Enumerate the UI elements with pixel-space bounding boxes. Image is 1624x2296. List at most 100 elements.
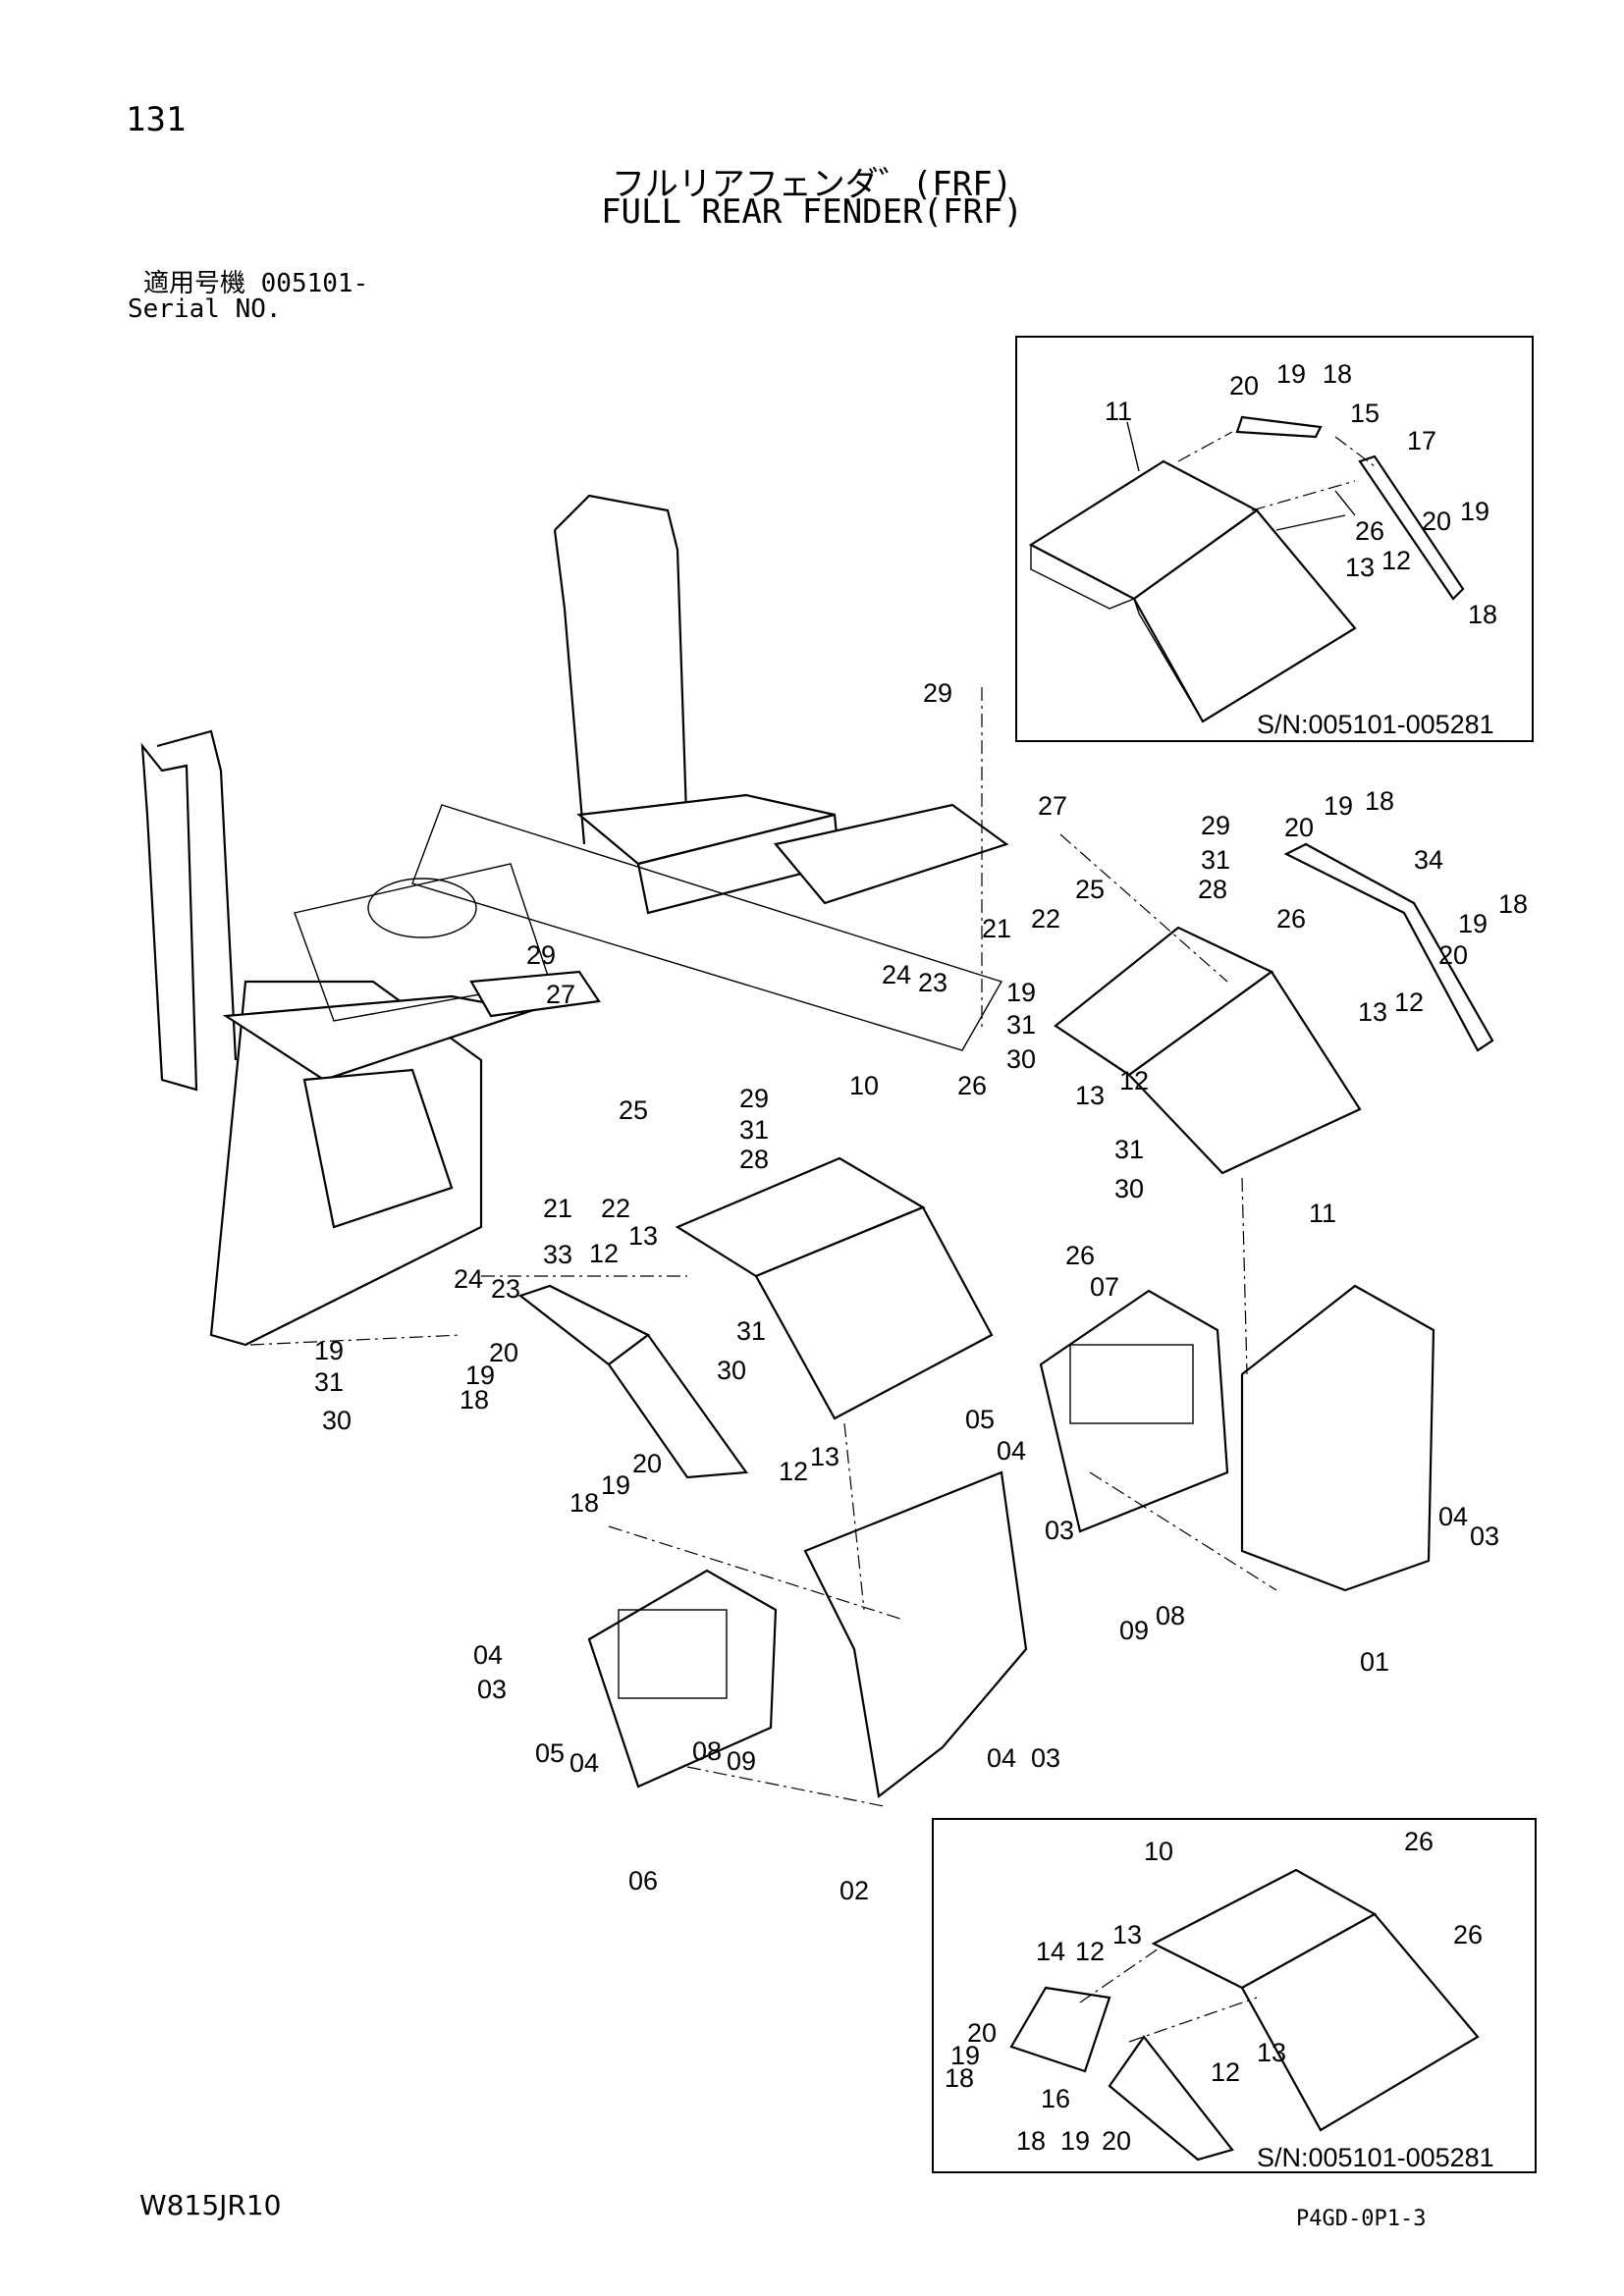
part-label: 20 bbox=[967, 2018, 997, 2048]
inset-bottom-fender-part bbox=[1009, 1868, 1480, 2162]
part-label: 14 bbox=[1036, 1937, 1065, 1966]
part-label: 09 bbox=[727, 1746, 756, 1776]
part-label: 12 bbox=[779, 1457, 808, 1486]
part-label: 11 bbox=[1105, 397, 1132, 426]
part-label: 13 bbox=[1075, 1081, 1105, 1110]
part-label: 12 bbox=[1075, 1937, 1105, 1966]
part-label: S/N:005101-005281 bbox=[1257, 710, 1494, 739]
part-label: 29 bbox=[923, 678, 952, 708]
part-label: 19 bbox=[465, 1361, 495, 1390]
part-label: 25 bbox=[1075, 875, 1105, 904]
part-label: 02 bbox=[839, 1876, 869, 1905]
fender-part-33 bbox=[517, 1284, 749, 1479]
drawing-code: W815JR10 bbox=[139, 2189, 282, 2221]
part-label: 31 bbox=[1114, 1135, 1144, 1164]
part-label: 19 bbox=[1060, 2126, 1090, 2156]
part-label: 29 bbox=[739, 1084, 769, 1113]
part-labels-inset-top: 20 19 18 15 11 17 26 19 20 13 12 18 S/N:… bbox=[1105, 359, 1497, 739]
part-label: 16 bbox=[1041, 2084, 1070, 2113]
part-label: 04 bbox=[1438, 1502, 1468, 1531]
part-label: 34 bbox=[1414, 845, 1443, 875]
part-label: 20 bbox=[1284, 813, 1314, 842]
part-label: 13 bbox=[1112, 1920, 1142, 1949]
part-label: 12 bbox=[1394, 988, 1424, 1017]
part-label: 13 bbox=[628, 1221, 658, 1251]
part-label: 08 bbox=[692, 1736, 722, 1766]
page-title-japanese: フルリアフェンダ゛(FRF) bbox=[611, 165, 1013, 204]
part-label: 12 bbox=[589, 1239, 619, 1268]
part-label: 29 bbox=[526, 940, 556, 970]
part-label: 18 bbox=[1498, 889, 1528, 919]
part-label: 19 bbox=[1458, 909, 1488, 938]
part-label: 13 bbox=[1358, 997, 1387, 1027]
part-label: 04 bbox=[987, 1743, 1016, 1773]
part-label: 04 bbox=[997, 1436, 1026, 1466]
fender-part-06 bbox=[587, 1569, 778, 1789]
part-label: 18 bbox=[1468, 600, 1497, 629]
fender-part-10 bbox=[675, 1156, 994, 1420]
assembly-leader-lines bbox=[249, 687, 1277, 1807]
part-label: 04 bbox=[473, 1640, 503, 1670]
part-label: 28 bbox=[739, 1145, 769, 1174]
part-label: 19 bbox=[1324, 791, 1353, 821]
page-number: 131 bbox=[126, 100, 187, 139]
part-label: 26 bbox=[957, 1071, 987, 1100]
part-label: 31 bbox=[739, 1115, 769, 1145]
part-label: 19 bbox=[1460, 497, 1489, 526]
part-label: 05 bbox=[535, 1738, 565, 1768]
part-label: 18 bbox=[1365, 786, 1394, 816]
part-label: 19 bbox=[314, 1336, 344, 1365]
part-label: 23 bbox=[491, 1274, 520, 1304]
part-label: 30 bbox=[717, 1356, 746, 1385]
part-label: 03 bbox=[1470, 1522, 1499, 1551]
part-label: 27 bbox=[546, 980, 575, 1009]
part-label: 01 bbox=[1360, 1647, 1389, 1677]
part-label: 31 bbox=[1006, 1010, 1036, 1040]
part-label: 18 bbox=[460, 1385, 489, 1415]
part-label: 21 bbox=[982, 914, 1011, 943]
part-label: 13 bbox=[1345, 553, 1375, 582]
part-label: 09 bbox=[1119, 1616, 1149, 1645]
part-label: 03 bbox=[477, 1675, 507, 1704]
part-label: 26 bbox=[1276, 904, 1306, 934]
part-label: 27 bbox=[1038, 791, 1067, 821]
part-label: 25 bbox=[619, 1095, 648, 1125]
page-code: P4GD-0P1-3 bbox=[1296, 2207, 1427, 2231]
part-label: 23 bbox=[918, 968, 947, 997]
part-label: 18 bbox=[1323, 359, 1352, 389]
part-label: 31 bbox=[1201, 845, 1230, 875]
part-label: 04 bbox=[569, 1748, 599, 1778]
fender-part-01 bbox=[1240, 1284, 1435, 1592]
part-label: 24 bbox=[454, 1264, 483, 1294]
part-label: 19 bbox=[601, 1470, 630, 1500]
part-label: 03 bbox=[1031, 1743, 1060, 1773]
part-label: 10 bbox=[849, 1071, 879, 1100]
part-label: 19 bbox=[950, 2041, 980, 2070]
part-label: 21 bbox=[543, 1194, 572, 1223]
part-label: 22 bbox=[1031, 904, 1060, 934]
part-label: 12 bbox=[1381, 546, 1411, 575]
fender-part-34 bbox=[1283, 842, 1494, 1052]
part-label: 20 bbox=[1422, 507, 1451, 536]
fender-part-11 bbox=[1054, 926, 1362, 1175]
part-label: 19 bbox=[1276, 359, 1306, 389]
part-label: 30 bbox=[322, 1406, 352, 1435]
part-label: 24 bbox=[882, 960, 911, 989]
machine-frame bbox=[209, 793, 1009, 1347]
part-label: 26 bbox=[1065, 1241, 1095, 1270]
part-label: 20 bbox=[489, 1338, 518, 1367]
inset-top-callout-lines bbox=[1126, 421, 1356, 531]
part-label: 20 bbox=[632, 1449, 662, 1478]
part-label: 18 bbox=[945, 2063, 974, 2093]
part-label: 22 bbox=[601, 1194, 630, 1223]
part-label: 07 bbox=[1090, 1272, 1119, 1302]
part-label: 13 bbox=[810, 1442, 839, 1471]
handrail-left bbox=[140, 729, 238, 1092]
part-label: 26 bbox=[1453, 1920, 1483, 1949]
part-label: 03 bbox=[1045, 1516, 1074, 1545]
part-label: 15 bbox=[1350, 399, 1380, 428]
part-label: S/N:005101-005281 bbox=[1257, 2143, 1494, 2172]
serial-label: Serial NO. bbox=[128, 294, 282, 324]
part-labels-main: 29 27 29 20 19 18 31 34 28 25 18 26 19 2… bbox=[314, 678, 1528, 1905]
